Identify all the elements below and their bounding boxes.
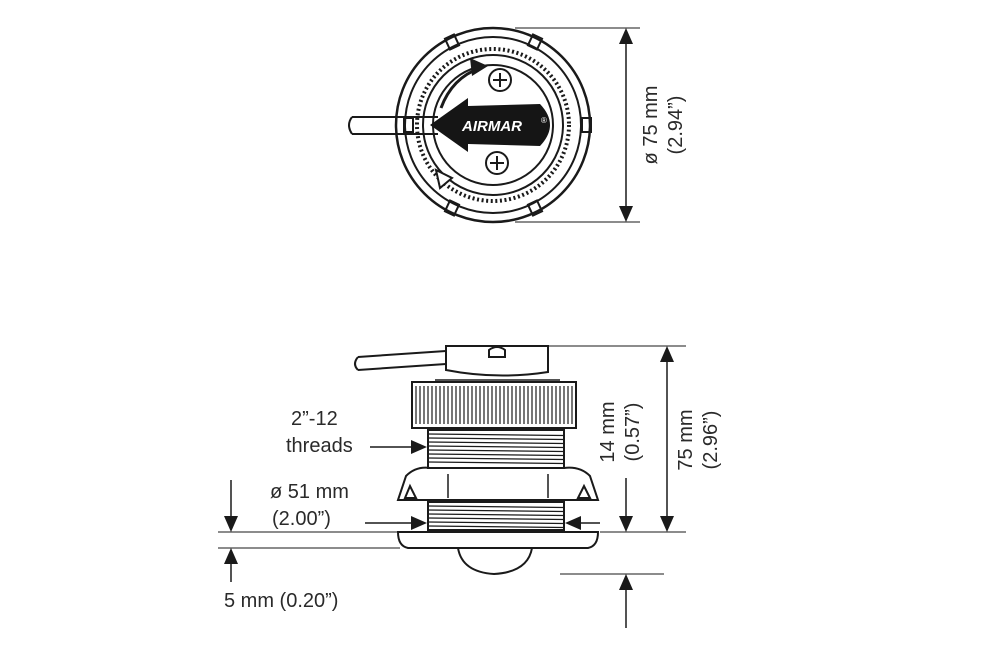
top-cable [348, 116, 438, 135]
thread-length-in-label: (0.57”) [622, 403, 644, 462]
threads-pointer [370, 440, 427, 454]
overall-height-dimension [548, 345, 686, 532]
top-knurled-ring [415, 47, 571, 203]
sensor-dome [457, 547, 533, 576]
hull-nut [396, 466, 600, 501]
brand-logo-text: AIRMAR [461, 118, 522, 135]
locking-tab [434, 168, 454, 190]
bore-dimension [365, 516, 600, 530]
bore-in-label: (2.00”) [272, 508, 331, 530]
bore-mm-label: ø 51 mm [270, 481, 349, 503]
lower-thread-lines [427, 505, 565, 529]
flange [396, 531, 600, 549]
top-diameter-dimension [515, 27, 640, 223]
logo-badge [430, 98, 550, 152]
height-mm-label: 75 mm [675, 409, 697, 470]
top-diameter-mm-label: ø 75 mm [640, 86, 662, 165]
thread-length-mm-label: 14 mm [597, 401, 619, 462]
top-inner-ring [422, 54, 564, 196]
top-diameter-in-label: (2.94”) [665, 96, 687, 155]
screw-icon [488, 68, 512, 92]
height-in-label: (2.96”) [700, 411, 722, 470]
side-cap [445, 345, 549, 377]
threads-label-line2: threads [286, 435, 353, 457]
thread-length-dimension [560, 478, 686, 628]
flange-thickness-label: 5 mm (0.20”) [224, 590, 338, 612]
screw-icon [485, 151, 509, 175]
threads-label-line1: 2”-12 [291, 408, 338, 430]
knurl-lines [415, 386, 573, 424]
thread-lines [427, 433, 565, 465]
side-view: 2”-12 threads ø 51 mm (2.00”) 5 mm (0.20… [218, 345, 722, 628]
side-cable [354, 350, 447, 371]
brand-registered-mark: ® [541, 116, 547, 125]
top-view: AIRMAR ® ø 75 mm (2.94”) [348, 26, 687, 224]
top-ring-notches [403, 33, 592, 217]
lower-thread [427, 501, 565, 531]
flange-thickness-dimension [218, 480, 400, 582]
